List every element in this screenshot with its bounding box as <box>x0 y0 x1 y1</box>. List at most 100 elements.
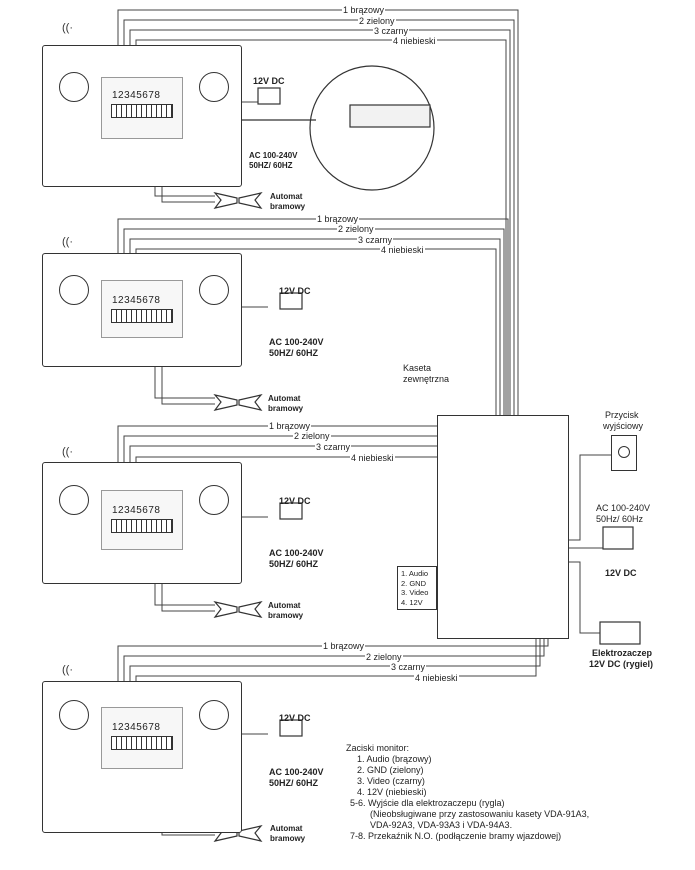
monitor-3-terminal-block <box>111 519 173 533</box>
kaseta-title-2: zewnętrzna <box>403 374 450 384</box>
monitor-1-terminal-numbers: 12345678 <box>112 90 161 101</box>
right-dc-label: 12V DC <box>605 568 637 578</box>
gate-label-line2: bramowy <box>270 202 306 211</box>
monitor-2-terminal-block <box>111 309 173 323</box>
pin-1: 1. Audio <box>401 569 429 578</box>
power-adapter-icon <box>279 292 303 310</box>
wire-label-brown: 1 brązowy <box>322 641 366 651</box>
legend-title: Zaciski monitor: <box>346 743 410 753</box>
exit-button-wire <box>565 454 611 541</box>
wire-label-black: 3 czarny <box>390 662 427 672</box>
monitor-1-terminal-block <box>111 104 173 118</box>
legend-item: 3. Video (czarny) <box>357 776 425 786</box>
gate-motor-icon <box>238 601 263 618</box>
wire-label-brown: 1 brązowy <box>268 421 312 431</box>
monitor-4-left-circle <box>59 700 89 730</box>
legend-item: 4. 12V (niebieski) <box>357 787 427 797</box>
wire-label-blue: 4 niebieski <box>414 673 459 683</box>
gate-label-line1: Automat <box>270 824 303 833</box>
wire-label-green: 2 zielony <box>358 16 396 26</box>
wifi-icon: ((· <box>62 22 73 34</box>
wifi-icon: ((· <box>62 236 73 248</box>
monitor-4-terminal-block <box>111 736 173 750</box>
monitor-3-ac-label-2: 50HZ/ 60HZ <box>269 559 319 569</box>
wire-label-blue: 4 niebieski <box>380 245 425 255</box>
exit-button-icon <box>611 435 637 471</box>
monitor-1-ac-label-2: 50HZ/ 60HZ <box>249 161 293 170</box>
monitor-3-dc-label: 12V DC <box>279 496 311 506</box>
gate-motor-icon <box>238 825 263 842</box>
right-ac-label-1: AC 100-240V <box>596 503 651 513</box>
right-ac-label-2: 50Hz/ 60Hz <box>596 514 644 524</box>
gate-label-line2: bramowy <box>268 404 304 413</box>
legend-item: 7-8. Przekaźnik N.O. (podłączenie bramy … <box>350 831 562 841</box>
gate-label-line2: bramowy <box>270 834 306 843</box>
monitor-2-ac-label-2: 50HZ/ 60HZ <box>269 348 319 358</box>
monitor-4-ac-label-1: AC 100-240V <box>269 767 324 777</box>
zoom-terminal-block <box>349 104 431 128</box>
gate-motor-icon <box>238 192 263 209</box>
monitor-4-terminal-numbers: 12345678 <box>112 722 161 733</box>
power-adapter-icon <box>279 502 303 520</box>
wifi-icon: ((· <box>62 664 73 676</box>
legend-item: 1. Audio (brązowy) <box>357 754 432 764</box>
legend-item: (Nieobsługiwane przy zastosowaniu kasety… <box>370 809 590 819</box>
monitor-1-ac-label-1: AC 100-240V <box>249 151 298 160</box>
pin-4: 4. 12V <box>401 597 423 607</box>
monitor-2-left-circle <box>59 275 89 305</box>
monitor-1-right-circle <box>199 72 229 102</box>
pin-3: 3. Video <box>401 588 429 597</box>
kaseta-title-1: Kaseta <box>403 363 432 373</box>
power-adapter-icon <box>602 526 634 550</box>
wifi-icon: ((· <box>62 446 73 458</box>
wire-label-black: 3 czarny <box>373 26 410 36</box>
monitor-4-right-circle <box>199 700 229 730</box>
monitor-2-ac-label-1: AC 100-240V <box>269 337 324 347</box>
gate-motor-icon <box>213 394 238 411</box>
exit-button-label-2: wyjściowy <box>603 421 644 431</box>
power-adapter-icon <box>257 87 281 105</box>
pin-2: 2. GND <box>401 578 427 588</box>
monitor-2-dc-label: 12V DC <box>279 286 311 296</box>
monitor-1-left-circle <box>59 72 89 102</box>
gate-motor-icon <box>213 192 238 209</box>
lock-wire <box>565 561 600 634</box>
exit-button-label-1: Przycisk <box>605 410 639 420</box>
monitor-3-ac-label-1: AC 100-240V <box>269 548 324 558</box>
monitor-4-ac-label-2: 50HZ/ 60HZ <box>269 778 319 788</box>
lock-label-1: Elektrozaczep <box>592 648 653 658</box>
wire-label-green: 2 zielony <box>293 431 331 441</box>
gate-motor-icon <box>213 601 238 618</box>
gate-label-line1: Automat <box>270 192 303 201</box>
wire-label-brown: 1 brązowy <box>316 214 360 224</box>
legend-item: 2. GND (zielony) <box>357 765 424 775</box>
legend-item: 5-6. Wyjście dla elektrozaczepu (rygla) <box>350 798 505 808</box>
gate-label-line1: Automat <box>268 394 301 403</box>
gate-label-line1: Automat <box>268 601 301 610</box>
monitor-3-terminal-numbers: 12345678 <box>112 505 161 516</box>
wire-label-green: 2 zielony <box>337 224 375 234</box>
legend-item: VDA-92A3, VDA-93A3 i VDA-94A3. <box>370 820 513 830</box>
monitor-1-dc-label: 12V DC <box>253 76 285 86</box>
wire-label-blue: 4 niebieski <box>350 453 395 463</box>
monitor-4-dc-label: 12V DC <box>279 713 311 723</box>
gate-motor-icon <box>238 394 263 411</box>
terminal-legend: Zaciski monitor: 1. Audio (brązowy) 2. G… <box>346 743 589 842</box>
power-adapter-icon <box>279 719 303 737</box>
lock-label-2: 12V DC (rygiel) <box>589 659 654 669</box>
electric-strike-icon <box>599 621 641 645</box>
outdoor-station <box>437 415 569 639</box>
wire-label-green: 2 zielony <box>365 652 403 662</box>
monitor-2-right-circle <box>199 275 229 305</box>
wire-label-brown: 1 brązowy <box>342 5 386 15</box>
zoom-detail-circle <box>309 65 435 191</box>
gate-label-line2: bramowy <box>268 611 304 620</box>
wire-label-black: 3 czarny <box>357 235 394 245</box>
kaseta-pin-legend: 1. Audio 2. GND 3. Video 4. 12V <box>397 566 437 610</box>
wire-label-blue: 4 niebieski <box>392 36 437 46</box>
monitor-2-terminal-numbers: 12345678 <box>112 295 161 306</box>
monitor-3-right-circle <box>199 485 229 515</box>
